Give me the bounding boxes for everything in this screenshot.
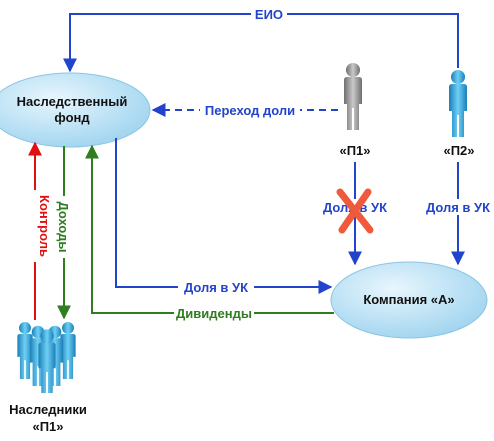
p2-label: «П2» [443, 143, 474, 158]
edge-income: Доходы [56, 146, 72, 320]
company-label: Компания «А» [363, 292, 454, 307]
fund-node: Наследственный фонд [0, 72, 151, 148]
fund-label-line1: Наследственный [17, 94, 128, 109]
edge-control-label: Контроль [37, 195, 52, 257]
fund-label-line2: фонд [54, 110, 90, 125]
edge-transfer-label: Переход доли [205, 103, 295, 118]
heirs-label-line1: Наследники [9, 402, 87, 417]
heirs-group-icon [17, 322, 76, 393]
edge-fund-share-label: Доля в УК [184, 280, 248, 295]
edge-eio-label: ЕИО [255, 7, 283, 22]
heirs-label-line2: «П1» [32, 419, 63, 434]
edge-dividends: Дивиденды [85, 144, 334, 321]
edge-fund-share: Доля в УК [115, 138, 333, 295]
edge-income-label: Доходы [56, 201, 71, 252]
edge-p2-share: Доля в УК [420, 162, 494, 266]
edge-p2-share-label: Доля в УК [426, 200, 490, 215]
person-p1-icon [344, 63, 362, 130]
company-node: Компания «А» [330, 261, 488, 339]
edge-transfer: Переход доли [151, 102, 338, 118]
edge-dividends-label: Дивиденды [176, 306, 252, 321]
p1-label: «П1» [339, 143, 370, 158]
edge-control: Контроль [27, 141, 52, 320]
cross-mark-icon [336, 188, 374, 234]
edge-eio: ЕИО [63, 6, 459, 73]
person-p2-icon [449, 70, 467, 137]
